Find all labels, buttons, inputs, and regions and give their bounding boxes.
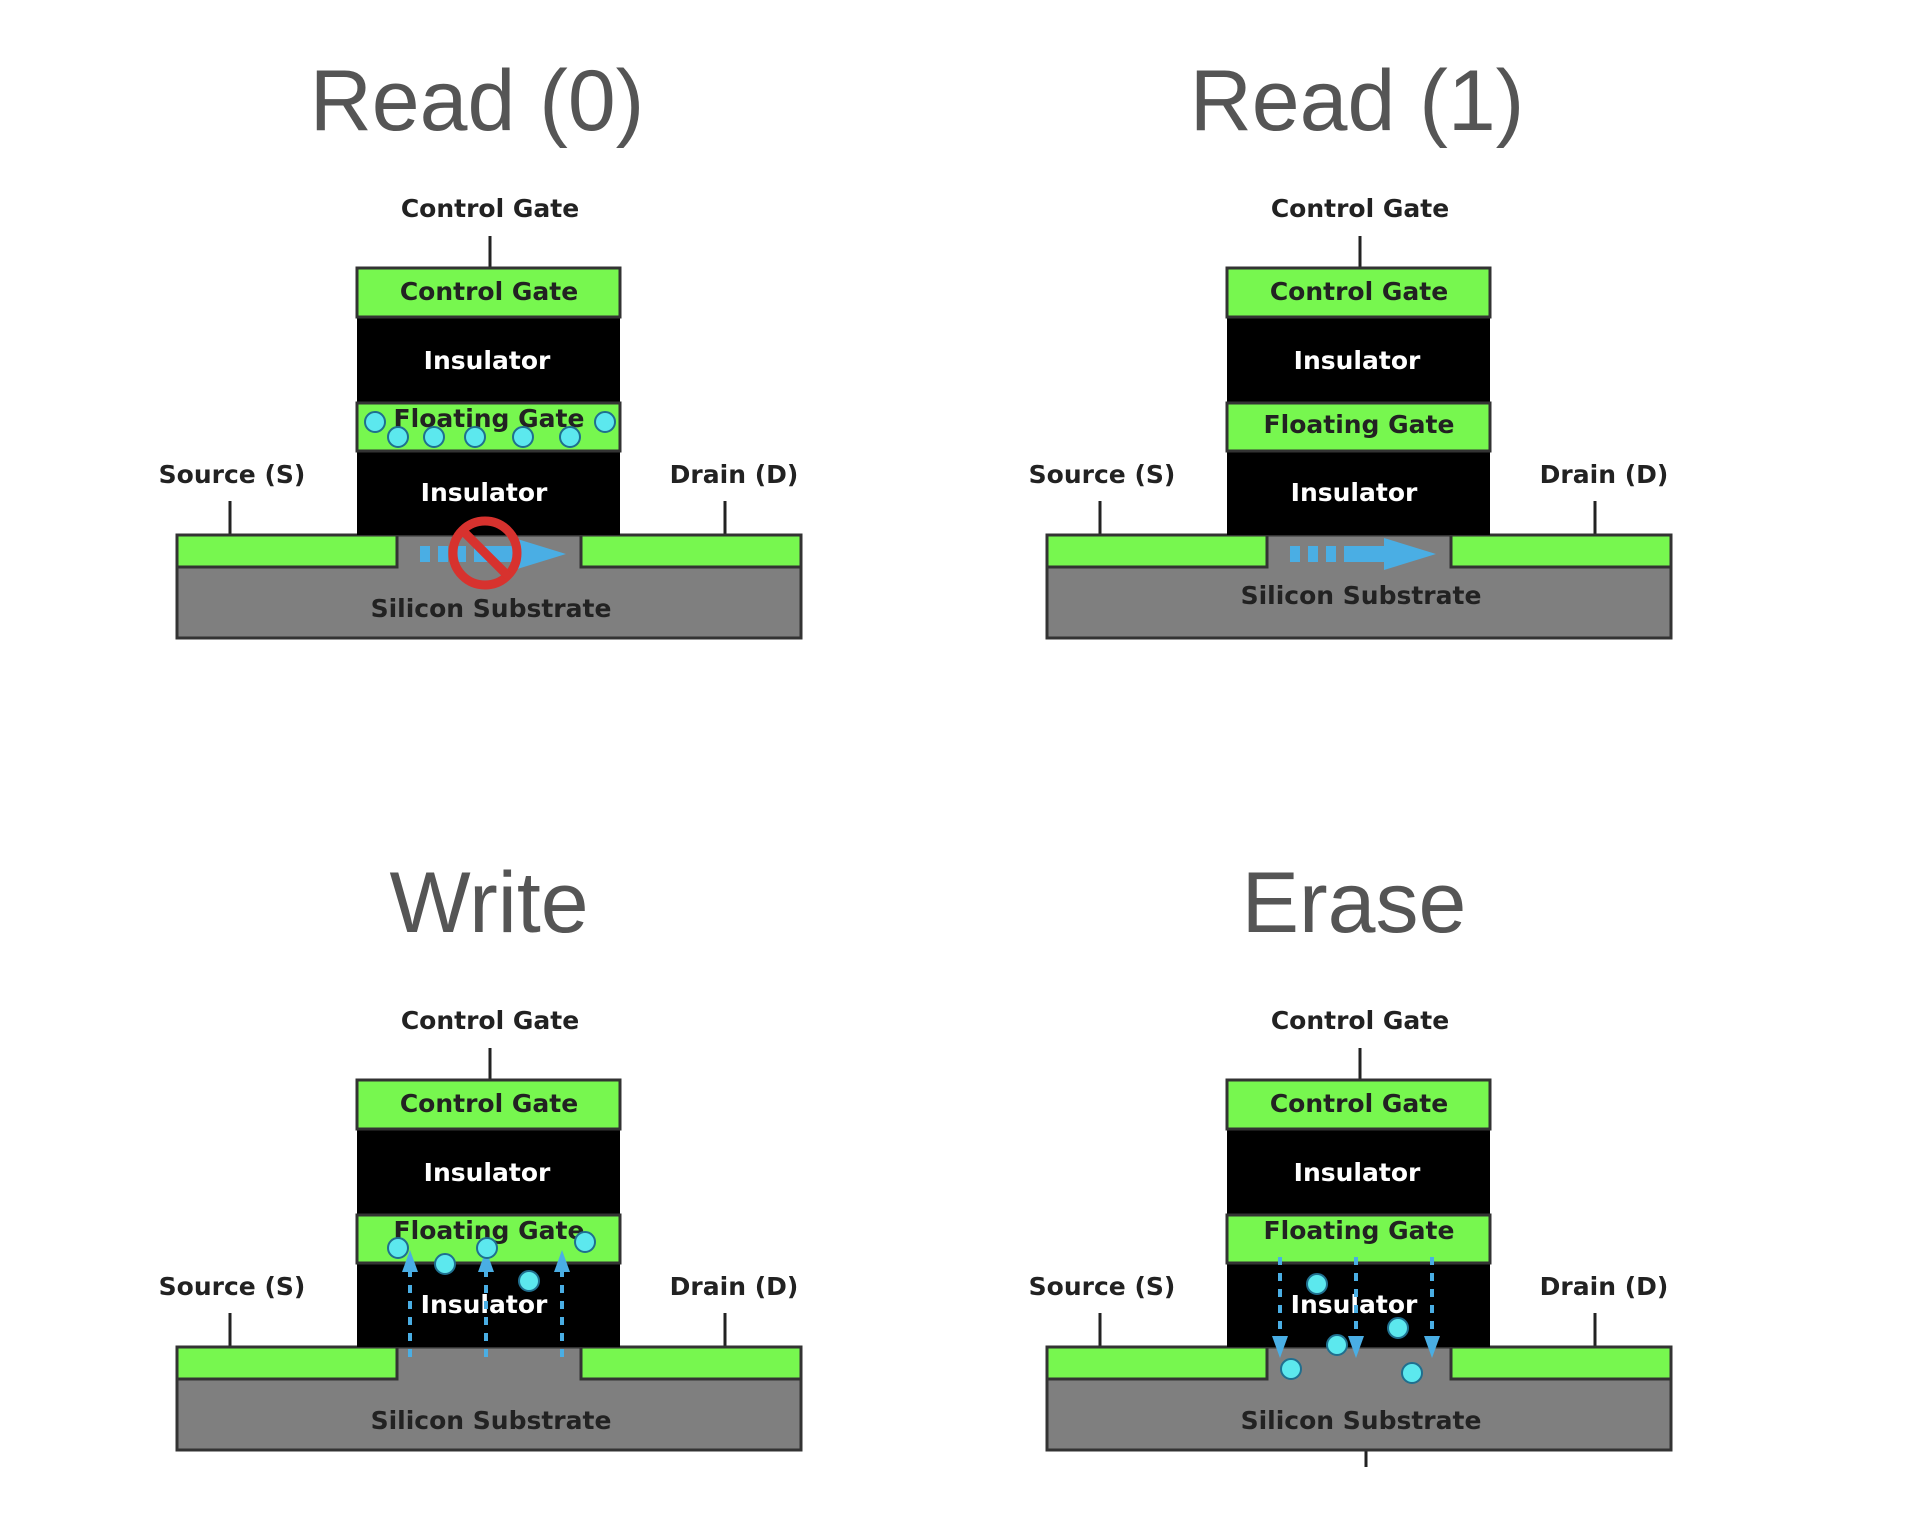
insulator-bottom-label: Insulator bbox=[421, 478, 548, 507]
panel-write: Write Control Gate Source (S) Drain (D) … bbox=[159, 855, 803, 1452]
control-gate-layer bbox=[355, 266, 622, 319]
floating-gate-layer bbox=[1225, 401, 1492, 453]
substrate-label: Silicon Substrate bbox=[1241, 581, 1482, 610]
electron bbox=[518, 1270, 540, 1292]
drain-label: Drain (D) bbox=[1540, 460, 1669, 489]
drain-label: Drain (D) bbox=[670, 1272, 799, 1301]
source-region bbox=[1045, 1345, 1269, 1381]
floating-gate-label: Floating Gate bbox=[394, 404, 585, 433]
substrate-label: Silicon Substrate bbox=[371, 1406, 612, 1435]
control-gate-layer-label: Control Gate bbox=[400, 277, 578, 306]
panel-title: Erase bbox=[1242, 855, 1467, 951]
insulator-bottom-label: Insulator bbox=[1291, 478, 1418, 507]
panel-read0: Read (0) Control Gate Source (S) Drain (… bbox=[159, 53, 803, 640]
electron bbox=[364, 411, 386, 433]
electrons bbox=[387, 1231, 596, 1292]
electron bbox=[1387, 1317, 1409, 1339]
panel-read1: Read (1) Control Gate Source (S) Drain (… bbox=[1029, 53, 1673, 640]
control-gate-terminal-label: Control Gate bbox=[401, 194, 579, 223]
electron bbox=[387, 1237, 409, 1259]
source-label: Source (S) bbox=[1029, 460, 1176, 489]
source-label: Source (S) bbox=[159, 460, 306, 489]
panel-title: Read (0) bbox=[310, 53, 645, 149]
drain-label: Drain (D) bbox=[1540, 1272, 1669, 1301]
channel-current-arrow bbox=[1290, 538, 1436, 570]
control-gate-terminal-label: Control Gate bbox=[1271, 194, 1449, 223]
source-label: Source (S) bbox=[1029, 1272, 1176, 1301]
electron bbox=[464, 426, 486, 448]
electron bbox=[1401, 1362, 1423, 1384]
source-region bbox=[175, 1345, 399, 1381]
control-gate-layer bbox=[1225, 266, 1492, 319]
electron bbox=[574, 1231, 596, 1253]
insulator-top-label: Insulator bbox=[424, 1158, 551, 1187]
insulator-top-label: Insulator bbox=[424, 346, 551, 375]
source-label: Source (S) bbox=[159, 1272, 306, 1301]
control-gate-layer bbox=[1225, 1078, 1492, 1131]
electron bbox=[594, 411, 616, 433]
trapped-electrons bbox=[364, 411, 616, 448]
panel-title: Write bbox=[389, 855, 588, 951]
electrons bbox=[1280, 1273, 1423, 1384]
tunneling-arrows-down bbox=[1272, 1257, 1440, 1358]
insulator-top-label: Insulator bbox=[1294, 1158, 1421, 1187]
insulator-top-label: Insulator bbox=[1294, 346, 1421, 375]
drain-region bbox=[1449, 1345, 1673, 1381]
control-gate-layer bbox=[355, 1078, 622, 1131]
electron bbox=[1326, 1334, 1348, 1356]
electron bbox=[1306, 1273, 1328, 1295]
electron bbox=[476, 1237, 498, 1259]
drain-region bbox=[1449, 533, 1673, 569]
panel-erase: Erase Control Gate Source (S) Drain (D) … bbox=[1029, 855, 1673, 1467]
panel-title: Read (1) bbox=[1190, 53, 1525, 149]
control-gate-terminal-label: Control Gate bbox=[401, 1006, 579, 1035]
no-current-icon bbox=[448, 516, 522, 590]
drain-label: Drain (D) bbox=[670, 460, 799, 489]
tunneling-arrows-up bbox=[402, 1250, 570, 1357]
control-gate-layer-label: Control Gate bbox=[1270, 1089, 1448, 1118]
floating-gate-label: Floating Gate bbox=[1264, 410, 1455, 439]
electron bbox=[423, 426, 445, 448]
drain-region bbox=[579, 533, 803, 569]
source-region bbox=[1045, 533, 1269, 569]
source-region bbox=[175, 533, 399, 569]
control-gate-terminal-label: Control Gate bbox=[1271, 1006, 1449, 1035]
electron bbox=[434, 1253, 456, 1275]
electron bbox=[387, 426, 409, 448]
control-gate-layer-label: Control Gate bbox=[400, 1089, 578, 1118]
floating-gate-layer bbox=[1225, 1213, 1492, 1265]
control-gate-layer-label: Control Gate bbox=[1270, 277, 1448, 306]
electron bbox=[1280, 1358, 1302, 1380]
substrate-label: Silicon Substrate bbox=[371, 594, 612, 623]
electron bbox=[559, 426, 581, 448]
substrate-label: Silicon Substrate bbox=[1241, 1406, 1482, 1435]
drain-region bbox=[579, 1345, 803, 1381]
floating-gate-label: Floating Gate bbox=[1264, 1216, 1455, 1245]
electron bbox=[512, 426, 534, 448]
